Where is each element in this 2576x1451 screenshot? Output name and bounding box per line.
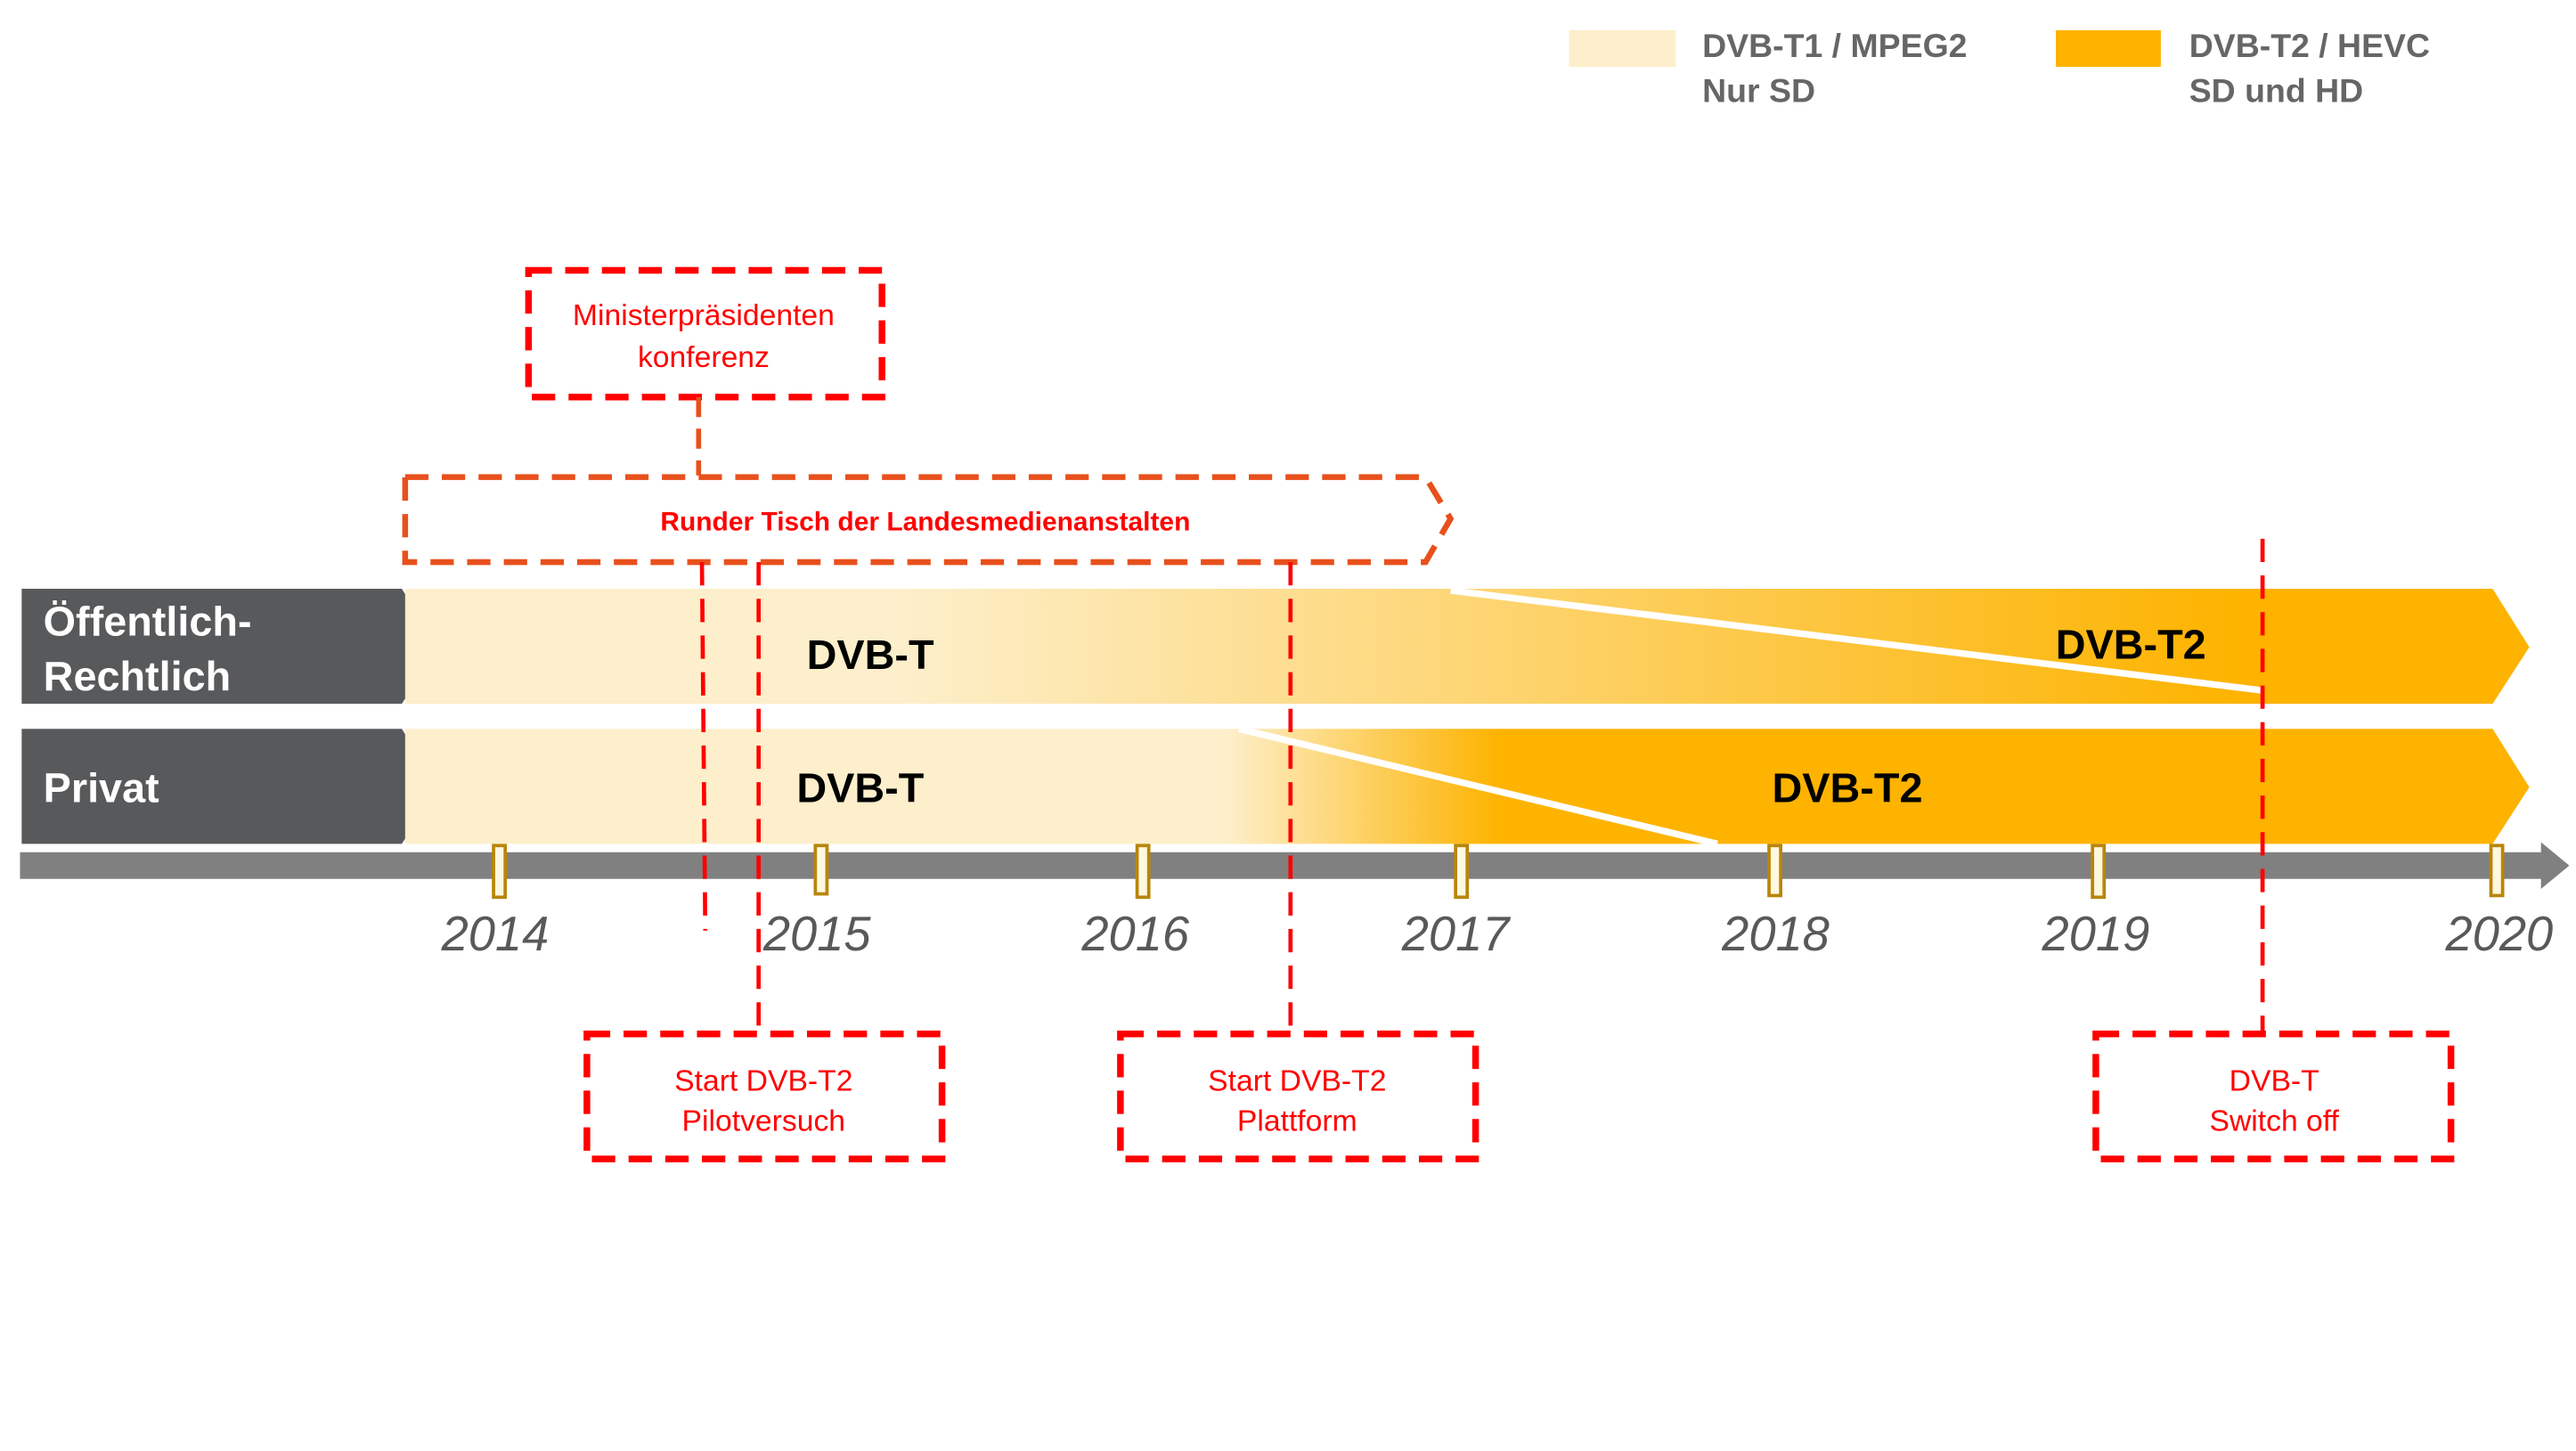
year-tick: [1454, 844, 1470, 900]
year-label: 2018: [1721, 907, 1830, 961]
legend-sublabel-dvbt2: SD und HD: [2189, 71, 2363, 109]
callout-switch-off: DVB-T Switch off: [2092, 1031, 2455, 1162]
year-label: 2015: [762, 907, 872, 961]
year-tick: [813, 844, 829, 896]
year-tick: [2489, 844, 2505, 898]
callout-runder-tisch: Runder Tisch der Landesmedienanstalten: [402, 474, 1455, 566]
callout-text: Start DVB-T2: [674, 1064, 852, 1097]
transition-divider: [1450, 587, 2263, 694]
band-label-old: DVB-T: [807, 632, 934, 678]
legend: DVB-T1 / MPEG2 Nur SD DVB-T2 / HEVC SD u…: [1569, 27, 2430, 109]
year-tick: [1135, 844, 1151, 900]
row-label: Öffentlich-: [44, 598, 252, 644]
axis-arrowhead: [2540, 842, 2570, 889]
callout-pilotversuch: Start DVB-T2 Pilotversuch: [583, 1031, 946, 1162]
row-oeffentlich-rechtlich: Öffentlich- Rechtlich DVB-T DVB-T2: [21, 587, 2530, 705]
callout-text: Switch off: [2209, 1105, 2339, 1137]
year-tick: [2091, 844, 2107, 900]
legend-swatch-dvbt2: [2055, 29, 2161, 68]
callout-text: Plattform: [1237, 1105, 1357, 1137]
transition-band: [404, 589, 2530, 705]
row-label: Rechtlich: [44, 653, 232, 699]
callout-ministerpraesidenten: Ministerpräsidenten konferenz: [525, 266, 885, 401]
band-label-new: DVB-T2: [2056, 622, 2206, 668]
year-label: 2014: [441, 907, 550, 961]
band-label-new: DVB-T2: [1773, 765, 1923, 811]
legend-label-dvbt1: DVB-T1 / MPEG2: [1702, 27, 1967, 64]
year-label: 2017: [1401, 907, 1512, 961]
row-privat: Privat DVB-T DVB-T2: [21, 725, 2530, 848]
time-axis: 2014 2015 2016 2017 2018 2019 2020: [20, 842, 2570, 961]
year-tick: [492, 844, 508, 900]
band-label-old: DVB-T: [796, 765, 924, 811]
runder-tisch-label: Runder Tisch der Landesmedienanstalten: [660, 507, 1190, 536]
callout-text: Ministerpräsidenten: [573, 299, 835, 332]
callout-text: konferenz: [638, 341, 770, 374]
milestone-line: [699, 562, 708, 931]
callout-text: DVB-T: [2230, 1064, 2319, 1097]
legend-swatch-dvbt1: [1569, 29, 1676, 68]
callout-text: Start DVB-T2: [1208, 1064, 1386, 1097]
year-label: 2020: [2445, 907, 2554, 961]
transition-divider: [1237, 725, 1718, 848]
year-tick: [1767, 844, 1783, 898]
legend-sublabel-dvbt1: Nur SD: [1702, 71, 1815, 109]
legend-label-dvbt2: DVB-T2 / HEVC: [2189, 27, 2430, 64]
callout-plattform: Start DVB-T2 Plattform: [1117, 1031, 1480, 1162]
callout-text: Pilotversuch: [682, 1105, 846, 1137]
row-label: Privat: [44, 765, 159, 811]
row-label-arrow: [21, 589, 439, 705]
year-label: 2019: [2042, 907, 2150, 961]
year-label: 2016: [1080, 907, 1190, 961]
row-label-arrow: [21, 729, 439, 844]
